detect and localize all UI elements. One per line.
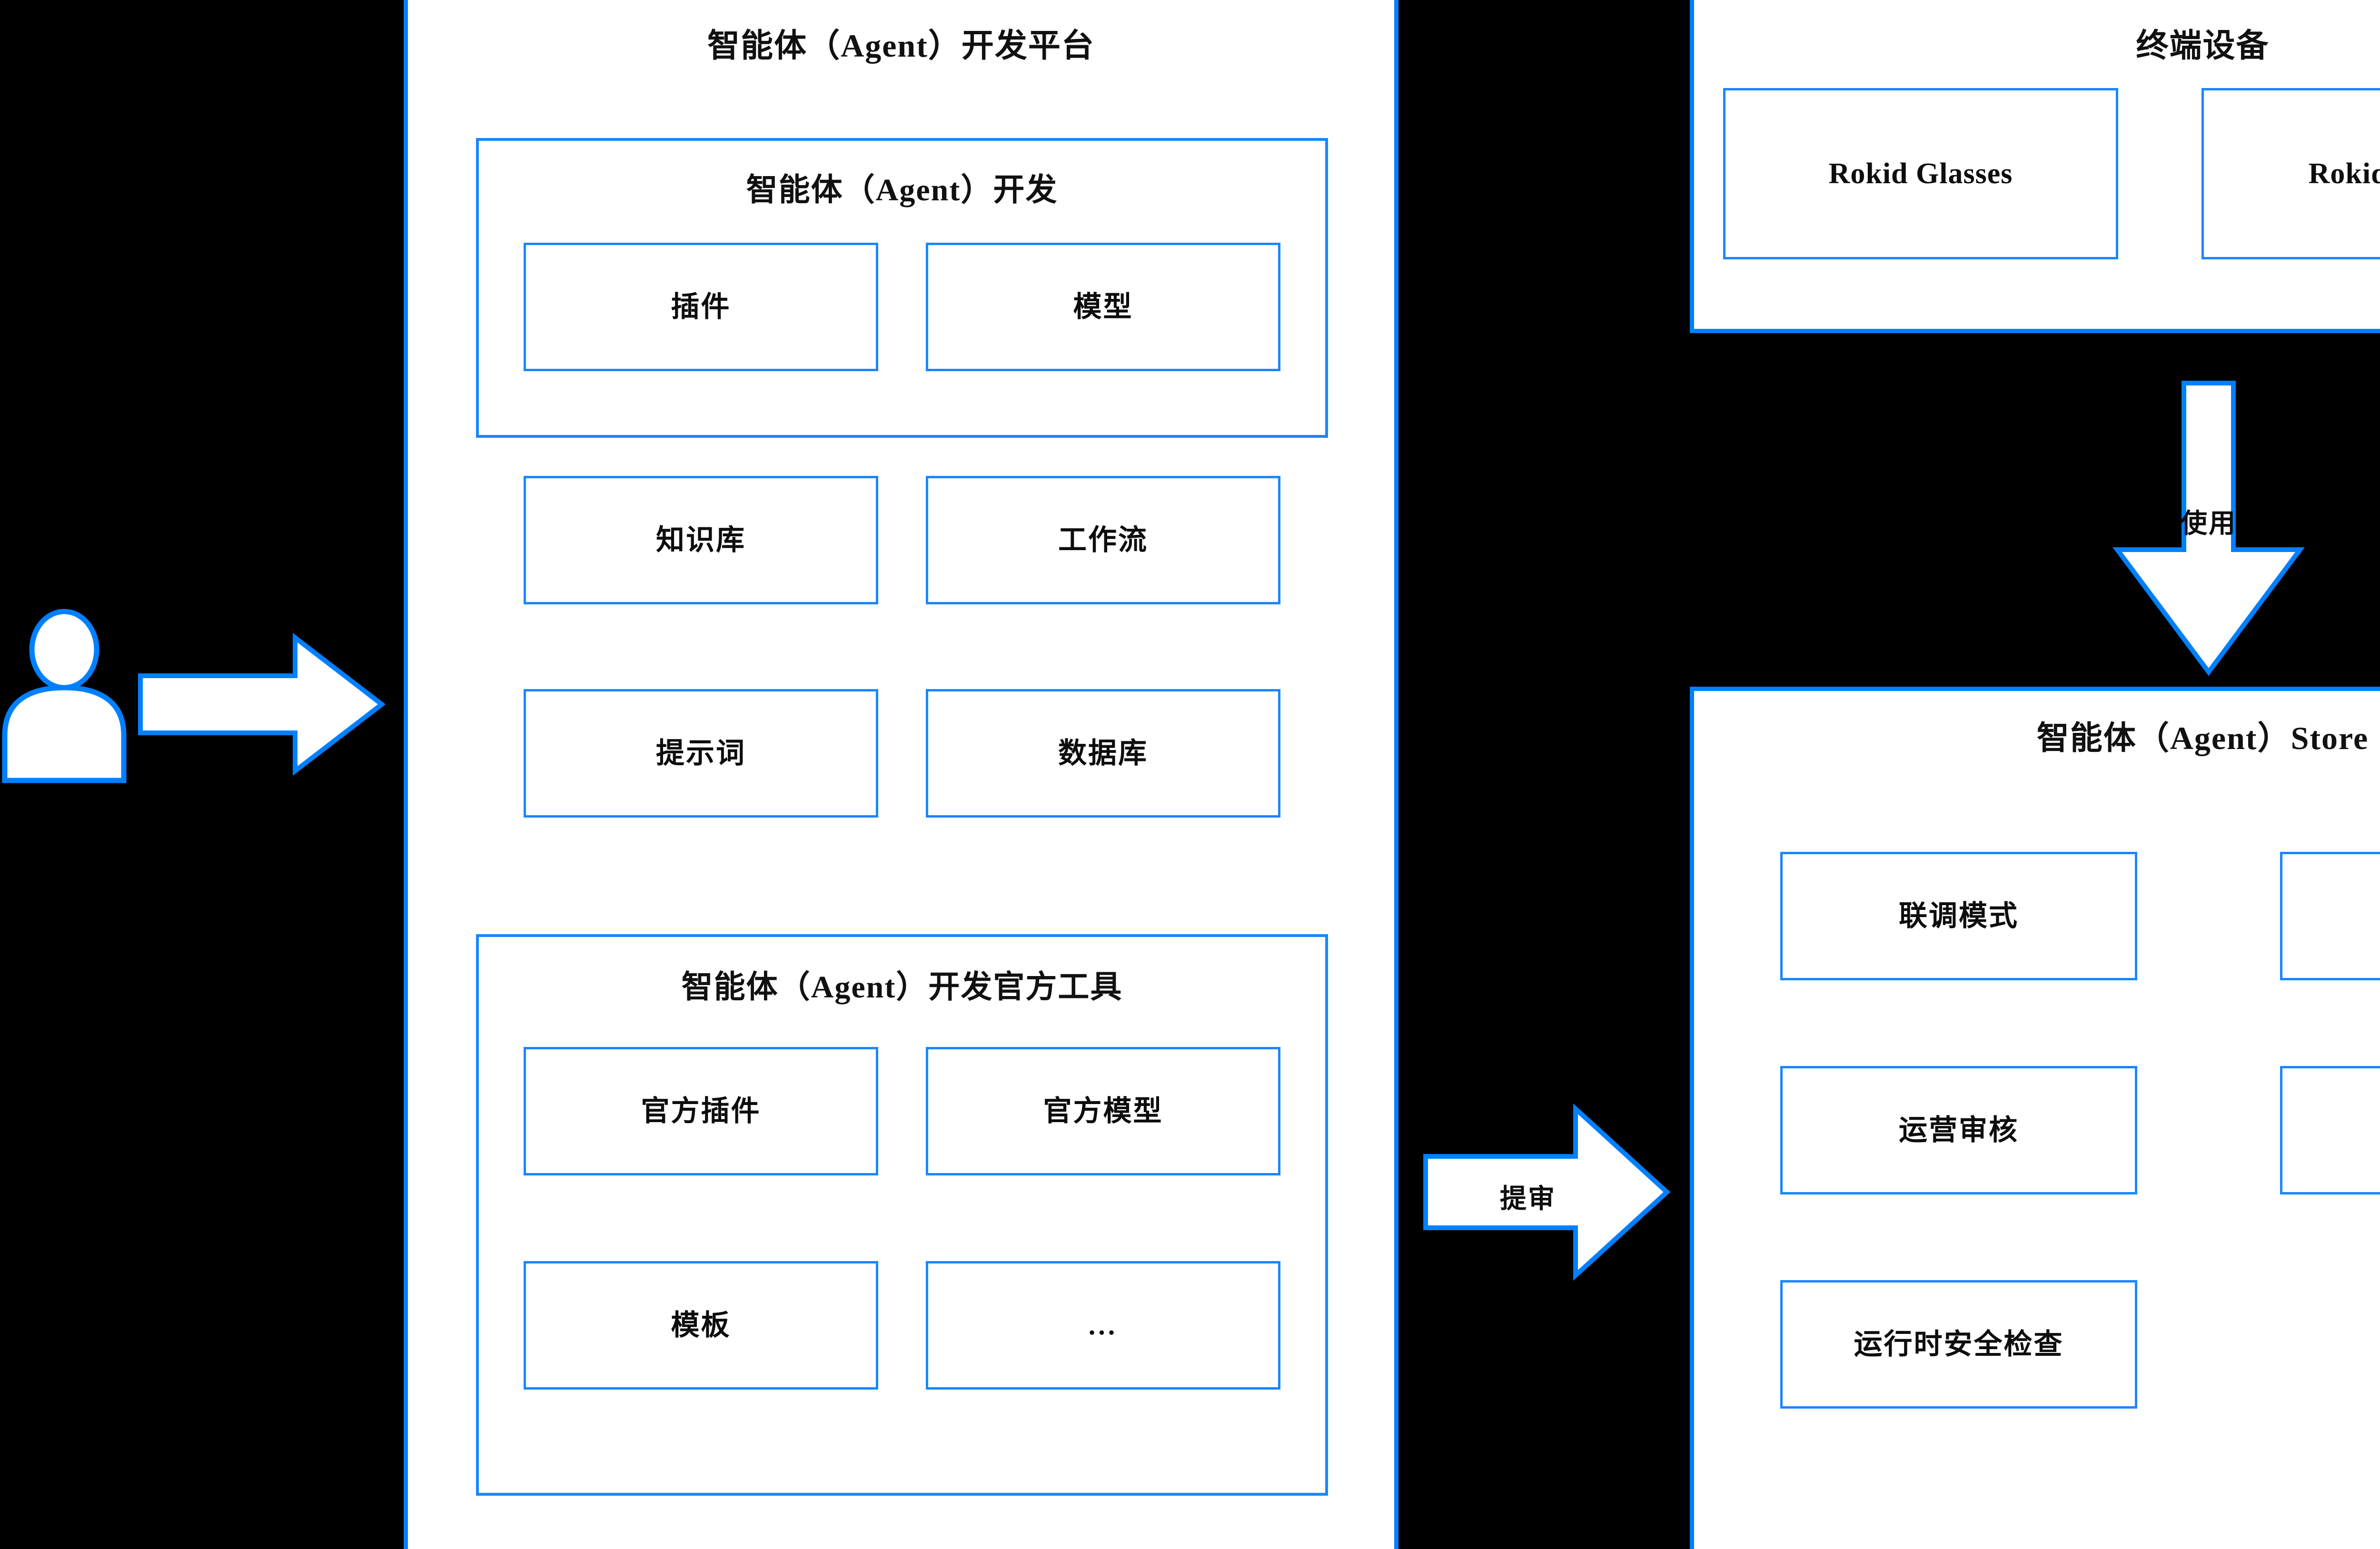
- card-official-model-label: 官方模型: [1043, 1095, 1163, 1127]
- card-knowledge-base[interactable]: 知识库: [524, 476, 878, 604]
- card-prompt[interactable]: 提示词: [524, 689, 878, 818]
- card-more[interactable]: ...: [926, 1261, 1280, 1390]
- card-official-model[interactable]: 官方模型: [926, 1047, 1280, 1175]
- card-publish-mode[interactable]: 上架模式: [2280, 852, 2380, 980]
- submit-review-arrow-label: 提审: [1500, 1184, 1556, 1214]
- dev-platform-title: 智能体（Agent）开发平台: [707, 28, 1095, 64]
- developer-actor: [2, 609, 127, 783]
- card-official-plugin-label: 官方插件: [641, 1095, 761, 1127]
- usage-arrow-label: 使用: [2181, 509, 2237, 539]
- card-database-label: 数据库: [1058, 738, 1148, 769]
- card-plugin[interactable]: 插件: [524, 243, 878, 371]
- usage-arrow: [2112, 381, 2305, 676]
- official-tools-section: [476, 934, 1328, 1496]
- card-more-label: ...: [1088, 1310, 1118, 1341]
- card-model-label: 模型: [1073, 291, 1133, 323]
- card-database[interactable]: 数据库: [926, 689, 1280, 818]
- card-rokid-glasses[interactable]: Rokid Glasses: [1723, 88, 2118, 259]
- card-plugin-label: 插件: [671, 291, 731, 323]
- card-runtime-security-check-label: 运行时安全检查: [1854, 1329, 2064, 1360]
- card-user-binding[interactable]: 用户绑定: [2280, 1066, 2380, 1194]
- card-runtime-security-check[interactable]: 运行时安全检查: [1780, 1280, 2137, 1409]
- card-rokid-glasses-label: Rokid Glasses: [1828, 158, 2013, 190]
- card-prompt-label: 提示词: [656, 738, 746, 769]
- card-knowledge-base-label: 知识库: [656, 524, 746, 556]
- card-template-label: 模板: [671, 1310, 731, 1341]
- card-rokid-ai-app-label: Rokid AI App: [2308, 158, 2380, 190]
- card-workflow[interactable]: 工作流: [926, 476, 1280, 604]
- card-rokid-ai-app[interactable]: Rokid AI App: [2202, 88, 2380, 259]
- card-operations-review[interactable]: 运营审核: [1780, 1066, 2137, 1194]
- card-workflow-label: 工作流: [1058, 524, 1148, 556]
- card-joint-debug-mode-label: 联调模式: [1899, 900, 2019, 932]
- card-joint-debug-mode[interactable]: 联调模式: [1780, 852, 2137, 980]
- card-model[interactable]: 模型: [926, 243, 1280, 371]
- agent-store-title: 智能体（Agent）Store: [2036, 720, 2369, 756]
- developer-to-platform-arrow: [138, 632, 386, 776]
- card-operations-review-label: 运营审核: [1899, 1115, 2019, 1146]
- submit-review-arrow: [1423, 1103, 1671, 1281]
- official-tools-section-title: 智能体（Agent）开发官方工具: [681, 970, 1123, 1005]
- card-template[interactable]: 模板: [524, 1261, 878, 1390]
- terminal-devices-title: 终端设备: [2136, 28, 2270, 64]
- card-official-plugin[interactable]: 官方插件: [524, 1047, 878, 1175]
- agent-dev-section-title: 智能体（Agent）开发: [746, 173, 1058, 207]
